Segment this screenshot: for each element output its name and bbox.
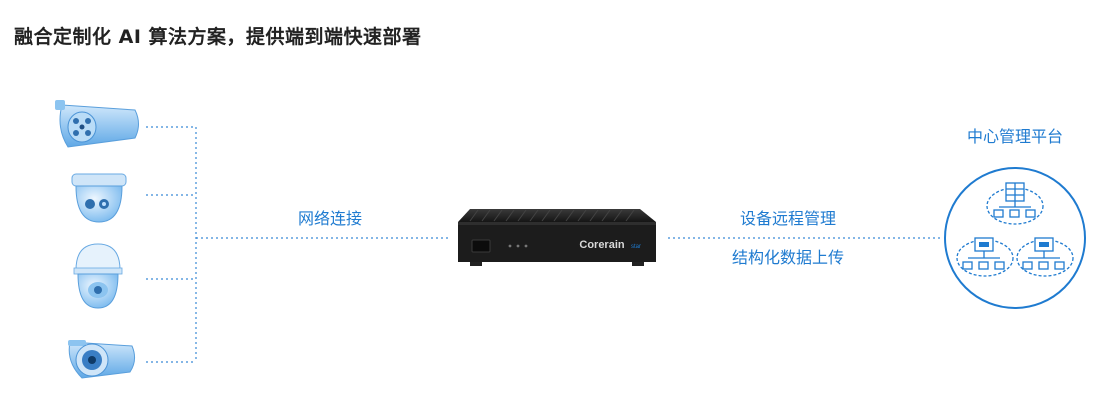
remote-management-label: 设备远程管理 <box>740 209 836 228</box>
bullet-camera-icon <box>55 100 139 148</box>
ptz-camera-icon <box>73 243 123 309</box>
central-platform-icon <box>944 167 1086 309</box>
dome-camera-icon <box>71 173 127 223</box>
center-platform-title: 中心管理平台 <box>967 127 1063 146</box>
device-brand: Corerain <box>579 239 625 251</box>
device-brand-suffix: star <box>631 244 641 250</box>
left-connectors <box>146 126 450 363</box>
ir-bullet-camera-icon <box>68 340 136 379</box>
data-upload-label: 结构化数据上传 <box>732 248 844 267</box>
page-title: 融合定制化 AI 算法方案，提供端到端快速部署 <box>14 26 422 48</box>
edge-box-device: Corerain star <box>458 209 656 266</box>
network-connection-label: 网络连接 <box>298 209 362 228</box>
